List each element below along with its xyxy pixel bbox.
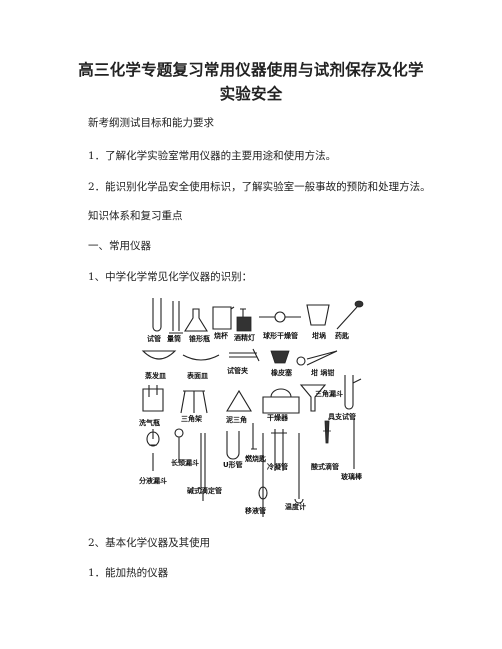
title-line-2: 实验安全 bbox=[219, 85, 283, 103]
label-pipette: 移液管 bbox=[245, 506, 266, 515]
label-funnel: 三角漏斗 bbox=[315, 389, 343, 398]
label-glass-rod: 玻璃棒 bbox=[341, 472, 363, 481]
label-condenser: 冷凝管 bbox=[267, 462, 288, 471]
evaporating-dish-shape bbox=[141, 350, 177, 360]
label-u-tube: U形管 bbox=[223, 460, 243, 469]
section-heading-knowledge: 知识体系和复习重点 bbox=[88, 210, 183, 222]
test-tube-shape bbox=[152, 298, 162, 332]
label-clay-triangle: 泥三角 bbox=[226, 415, 247, 424]
watch-glass-shape bbox=[182, 354, 220, 361]
crucible-shape bbox=[306, 304, 330, 326]
rubber-stopper-shape bbox=[270, 350, 290, 364]
label-test-tube: 试管 bbox=[147, 334, 161, 343]
label-spoon: 药匙 bbox=[335, 331, 350, 340]
document-title: 高三化学专题复习常用仪器使用与试剂保存及化学 实验安全 bbox=[40, 58, 462, 106]
label-drying-tube: 球形干燥管 bbox=[263, 331, 298, 340]
label-desiccator: 干燥器 bbox=[267, 413, 289, 422]
label-crucible: 坩埚 bbox=[312, 331, 326, 340]
clay-triangle-shape bbox=[226, 389, 252, 412]
conical-flask-shape bbox=[184, 308, 208, 332]
label-crucible-tongs: 坩 埚钳 bbox=[311, 368, 334, 377]
base-burette-shape bbox=[200, 433, 206, 501]
beaker-shape bbox=[212, 306, 235, 330]
drying-tube-shape bbox=[259, 311, 301, 323]
spoon-shape bbox=[336, 306, 358, 330]
label-conical-flask: 锥形瓶 bbox=[188, 334, 210, 343]
label-watch-glass: 表面皿 bbox=[186, 371, 208, 380]
label-tube-clamp: 试管夹 bbox=[227, 366, 248, 375]
section-heading-goals: 新考纲测试目标和能力要求 bbox=[88, 117, 214, 129]
long-neck-funnel-shape bbox=[174, 428, 184, 463]
label-thermometer: 温度计 bbox=[285, 502, 306, 511]
tongs-shape bbox=[306, 350, 338, 366]
label-separatory-funnel: 分液漏斗 bbox=[139, 476, 167, 485]
pipette-shape bbox=[258, 433, 268, 517]
goal-item-1: 1．了解化学实验室常用仪器的主要用途和使用方法。 bbox=[88, 150, 337, 162]
label-combustion-spoon: 燃烧匙 bbox=[244, 454, 267, 463]
u-tube-shape bbox=[226, 431, 240, 460]
label-graduated-cylinder: 量筒 bbox=[167, 334, 181, 343]
goal-item-2: 2．能识别化学品安全使用标识，了解实验室一般事故的预防和处理方法。 bbox=[88, 181, 431, 193]
label-tripod: 三角架 bbox=[181, 414, 202, 423]
separatory-funnel-shape bbox=[146, 429, 160, 471]
subsection-basic-instruments: 2、基本化学仪器及其使用 bbox=[88, 537, 211, 549]
label-branched-tube: 具支试管 bbox=[327, 412, 356, 421]
title-line-1: 高三化学专题复习常用仪器使用与试剂保存及化学 bbox=[78, 61, 424, 79]
condenser-shape bbox=[271, 429, 287, 471]
label-gas-washing-bottle: 洗气瓶 bbox=[139, 418, 160, 427]
label-beaker: 烧杯 bbox=[214, 331, 229, 340]
combustion-spoon-shape bbox=[251, 423, 257, 450]
gas-washing-bottle-shape bbox=[142, 385, 164, 412]
subsection-heatable: 1．能加热的仪器 bbox=[88, 567, 169, 579]
desiccator-shape bbox=[262, 388, 300, 414]
label-base-burette: 碱式滴定管 bbox=[187, 486, 222, 495]
acid-burette-shape bbox=[323, 420, 331, 444]
section-heading-instruments: 一、常用仪器 bbox=[88, 240, 151, 252]
branched-tube-shape bbox=[344, 375, 362, 410]
label-alcohol-lamp: 酒精灯 bbox=[234, 333, 255, 342]
funnel-shape bbox=[299, 384, 327, 412]
alcohol-lamp-shape bbox=[236, 316, 252, 332]
label-acid-burette: 酸式滴管 bbox=[311, 462, 339, 471]
subsection-identify: 1、中学化学常见化学仪器的识别： bbox=[88, 271, 253, 283]
label-evaporating-dish: 蒸发皿 bbox=[145, 371, 166, 380]
tube-clamp-shape bbox=[229, 348, 260, 362]
lab-instruments-figure: 试管 量筒 锥形瓶 烧杯 酒精灯 球形干燥管 坩埚 药匙 蒸发皿 表面皿 试管夹… bbox=[135, 293, 370, 521]
label-rubber-stopper: 橡皮塞 bbox=[271, 368, 293, 377]
tripod-shape bbox=[180, 390, 208, 414]
thermometer-shape bbox=[294, 433, 304, 504]
label-long-neck-funnel: 长颈漏斗 bbox=[171, 458, 199, 467]
graduated-cylinder-shape bbox=[169, 301, 183, 334]
